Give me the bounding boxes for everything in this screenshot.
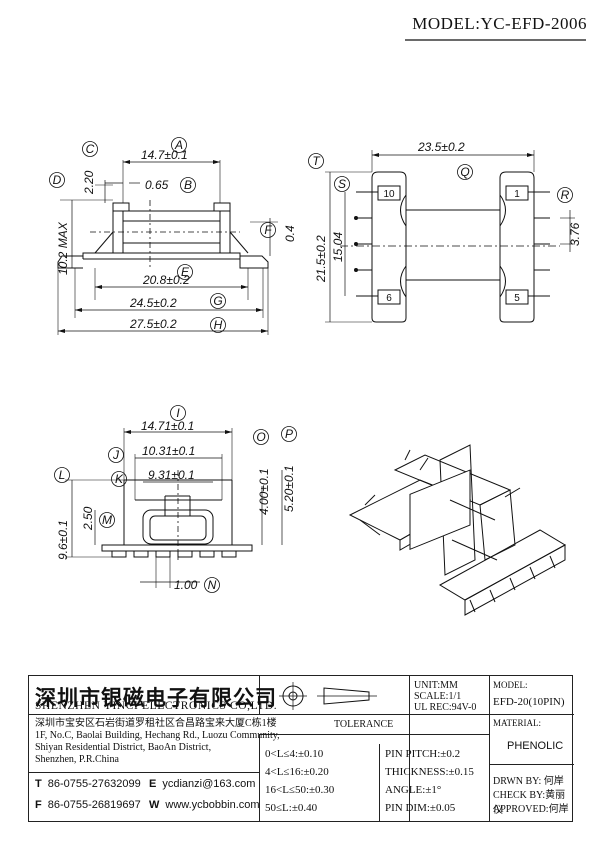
dim-h: 0.4 <box>283 225 297 242</box>
dim-pin-span: 15.04 <box>331 232 345 262</box>
title-block: 深圳市银磁电子有限公司 SHENZHEN YINCI ELECTRONICS C… <box>28 675 574 822</box>
circle-label: Q <box>460 165 469 179</box>
tolerance-row: 0<L≤4:±0.10 <box>265 748 324 760</box>
web-label: W <box>149 799 160 811</box>
dim-i: 14.71±0.1 <box>141 419 194 433</box>
dim-l: 9.6±0.1 <box>56 520 70 560</box>
pin-dim: PIN DIM:±0.05 <box>385 802 456 814</box>
isometric-view <box>348 444 567 616</box>
company-name-en: SHENZHEN YINCI ELECTRONICS CO,LTD. <box>35 700 278 712</box>
address-line: Shiyan Residential District, BaoAn Distr… <box>35 742 212 753</box>
circle-label: J <box>112 448 120 462</box>
circle-label: T <box>312 154 321 168</box>
circle-label: N <box>208 578 217 592</box>
technical-drawing: A B C D E F G H 14.7±0.1 0.65 2.20 20.8±… <box>49 39 586 616</box>
scale-label: SCALE:1/1 <box>414 691 462 702</box>
email-label: E <box>149 778 157 790</box>
fax-label: F <box>35 799 42 811</box>
top-view: T S Q R 23.5±0.2 21.5±0.2 15.04 3.76 10 … <box>308 140 582 323</box>
pin-pitch: PIN PITCH:±0.2 <box>385 748 461 760</box>
material-value: PHENOLIC <box>507 740 564 752</box>
circle-label: F <box>264 223 272 237</box>
tel-row: T 86-0755-27632099 <box>35 778 141 790</box>
dim-o: 4.00±0.1 <box>257 468 271 515</box>
circle-label: S <box>338 177 346 191</box>
circle-label: H <box>214 318 223 332</box>
angle: ANGLE:±1° <box>385 784 442 796</box>
material-label: MATERIAL: <box>493 718 541 728</box>
tolerance-row: 50≤L:±0.40 <box>265 802 318 814</box>
dim-n: 1.00 <box>174 578 198 592</box>
circle-label: I <box>176 406 180 420</box>
drawn-by: DRWN BY: 何岸 <box>493 776 564 787</box>
check-by: CHECK BY:黄丽仪 <box>493 790 566 816</box>
address-line: Shenzhen, P.R.China <box>35 754 119 765</box>
tolerance-row: 4<L≤16:±0.20 <box>265 766 329 778</box>
model-field-value: EFD-20(10PIN) <box>493 696 565 708</box>
circle-label: B <box>184 178 192 192</box>
dim-j: 10.31±0.1 <box>142 444 195 458</box>
address-line: 1F, No.C, Baolai Building, Hechang Rd., … <box>35 730 280 741</box>
dim-m: 2.50 <box>81 506 95 531</box>
tolerance-row: 16<L≤50:±0.30 <box>265 784 335 796</box>
circle-label: G <box>213 294 222 308</box>
unit-label: UNIT:MM <box>414 680 458 691</box>
tel-label: T <box>35 778 42 790</box>
email-value: ycdianzi@163.com <box>162 778 256 790</box>
model-title: MODEL:YC-EFD-2006 <box>412 14 587 33</box>
dim-p: 5.20±0.1 <box>282 465 296 512</box>
pin-number: 5 <box>514 293 520 304</box>
address-line: 深圳市宝安区石岩街道罗租社区合昌路宝来大厦C栋1楼 <box>35 718 277 729</box>
pin-number: 1 <box>514 189 520 200</box>
tel-value: 86-0755-27632099 <box>47 778 141 790</box>
circle-label: L <box>59 468 66 482</box>
circle-label: O <box>256 430 265 444</box>
front-view: A B C D E F G H 14.7±0.1 0.65 2.20 20.8±… <box>49 137 297 335</box>
approved-by: APPROVED:何岸 <box>493 804 569 815</box>
dim-width: 23.5±0.2 <box>417 140 465 154</box>
circle-label: P <box>285 427 293 441</box>
model-field-label: MODEL: <box>493 680 528 690</box>
dim-k: 9.31±0.1 <box>148 468 195 482</box>
circle-label: R <box>561 188 570 202</box>
projection-symbol-icon <box>279 682 377 710</box>
dim-g: 27.5±0.2 <box>129 317 177 331</box>
dim-height: 10.2 MAX <box>56 221 70 275</box>
dim-pitch: 3.76 <box>568 222 582 246</box>
ul-label: UL REC:94V-0 <box>414 702 477 713</box>
company-name-cn: 深圳市银磁电子有限公司 <box>35 686 277 710</box>
dim-e: 20.8±0.2 <box>142 273 190 287</box>
pin-number: 6 <box>386 293 392 304</box>
side-view: I J K L M N O P 14.71±0.1 10.31±0.1 9.31… <box>54 405 297 593</box>
circle-label: K <box>115 472 124 486</box>
dim-depth: 21.5±0.2 <box>314 235 328 283</box>
fax-value: 86-0755-26819697 <box>47 799 141 811</box>
fax-row: F 86-0755-26819697 <box>35 799 141 811</box>
circle-label: E <box>181 265 190 279</box>
pin-number: 10 <box>383 189 395 200</box>
dim-f: 24.5±0.2 <box>129 296 177 310</box>
circle-label: A <box>174 138 183 152</box>
dim-b: 0.65 <box>145 178 169 192</box>
thickness: THICKNESS:±0.15 <box>385 766 474 778</box>
dim-a: 14.7±0.1 <box>141 148 188 162</box>
circle-label: D <box>53 173 62 187</box>
dim-c: 2.20 <box>82 170 96 195</box>
web-value: www.ycbobbin.com <box>165 799 260 811</box>
circle-label: M <box>102 513 112 527</box>
circle-label: C <box>86 142 95 156</box>
tolerance-title: TOLERANCE <box>334 719 394 730</box>
